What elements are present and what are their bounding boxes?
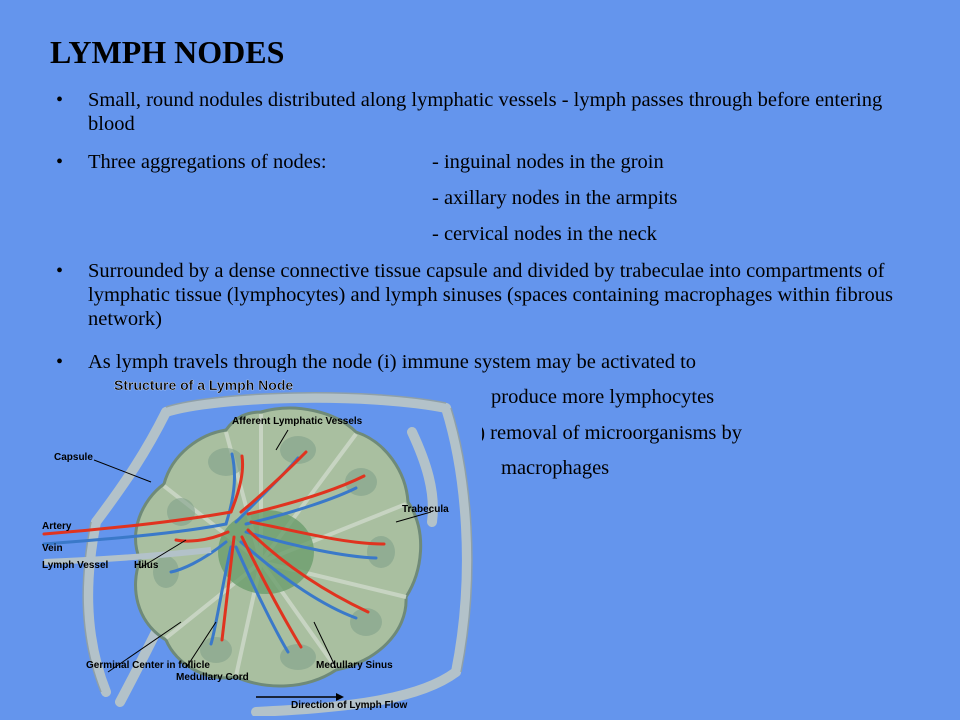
bullet-2-text: Three aggregations of nodes: (88, 151, 327, 173)
slide-title: LYMPH NODES (50, 34, 285, 70)
bullet-4-continuation-2: (ii) removal of microorganisms by (460, 422, 743, 444)
bullet-4-continuation-1: produce more lymphocytes (491, 386, 715, 408)
label-germinal: Germinal Center in follicle (86, 660, 210, 671)
label-hilus: Hilus (134, 560, 159, 571)
artery-branches (42, 450, 386, 649)
bullet-1-text: Small, round nodules distributed along l… (88, 89, 883, 135)
bullet-4-text: As lymph travels through the node (i) im… (88, 351, 697, 373)
label-artery: Artery (42, 521, 72, 532)
bullet-4-continuation-3: macrophages (501, 457, 610, 479)
bullet-3-text: Surrounded by a dense connective tissue … (88, 260, 894, 330)
lymph-vessel (43, 547, 212, 565)
bullet-marker: • (56, 151, 64, 173)
diagram-title: Structure of a Lymph Node (114, 377, 293, 393)
bullet-2-item-inguinal: - inguinal nodes in the groin (432, 151, 664, 173)
label-lymph-vessel: Lymph Vessel (42, 560, 109, 571)
label-afferent: Afferent Lymphatic Vessels (232, 416, 363, 427)
bullet-2-item-cervical: - cervical nodes in the neck (432, 223, 657, 245)
label-medullary-cord: Medullary Cord (176, 672, 249, 683)
label-trabecula: Trabecula (402, 504, 449, 515)
leader-lines (93, 429, 432, 673)
lymph-node-diagram: Structure of a Lymph Node (36, 372, 482, 716)
bullet-2-item-axillary: - axillary nodes in the armpits (432, 187, 678, 209)
bullet-marker: • (56, 260, 64, 282)
label-medullary-sinus: Medullary Sinus (316, 660, 393, 671)
flow-arrow (256, 693, 344, 701)
label-vein: Vein (42, 543, 63, 554)
label-flow: Direction of Lymph Flow (291, 700, 408, 711)
label-capsule: Capsule (54, 452, 93, 463)
bullet-marker: • (56, 89, 64, 111)
bullet-marker: • (56, 351, 64, 373)
vein-branches (42, 452, 378, 654)
